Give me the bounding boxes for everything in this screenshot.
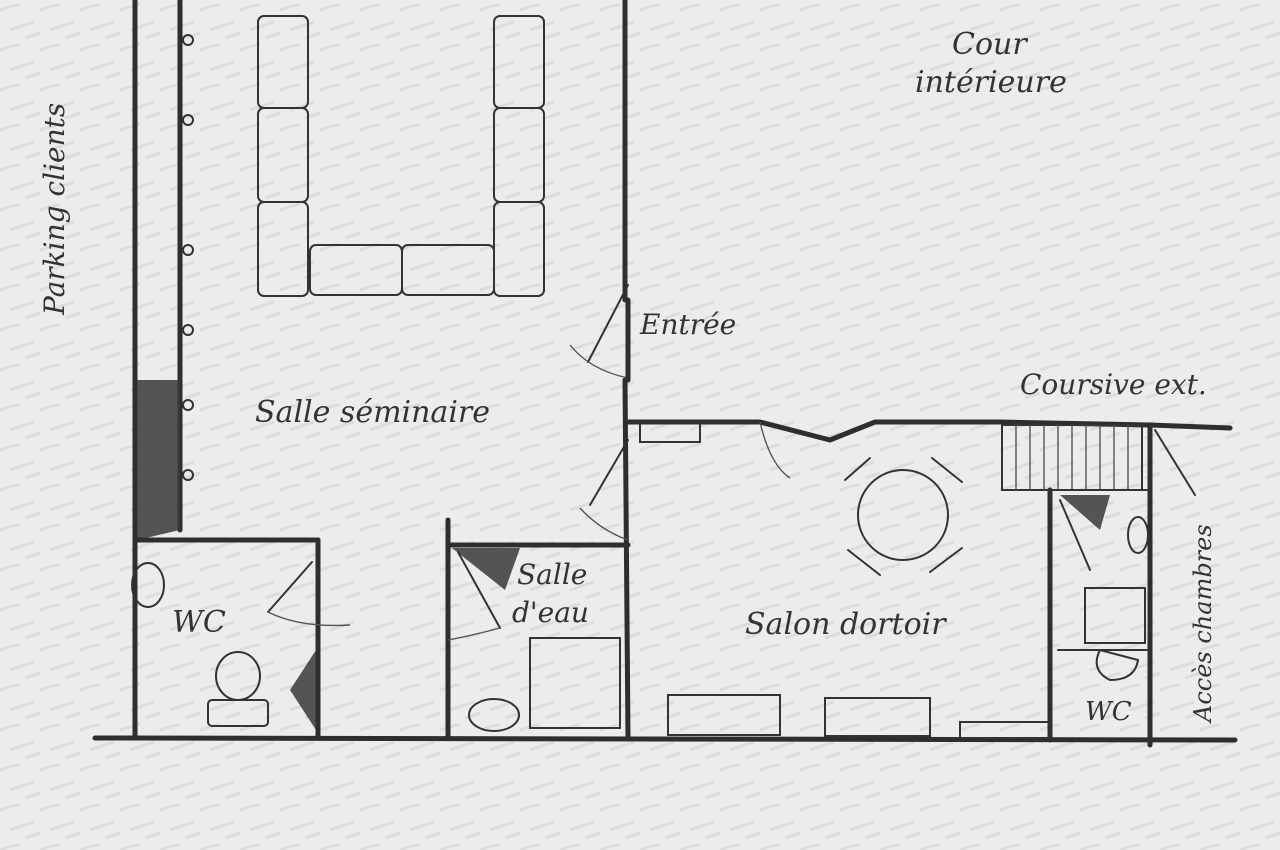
round-table: [844, 457, 963, 576]
seminar-tables: [257, 15, 545, 297]
label-salon-dortoir: Salon dortoir: [745, 607, 946, 642]
label-cour-line2: intérieure: [915, 65, 1067, 100]
salon-walls: [579, 419, 1233, 748]
label-salle-eau-line1: Salle: [517, 558, 588, 591]
entrance-door: [569, 284, 631, 383]
outer-walls: [92, 0, 1238, 743]
label-salle-seminaire: Salle séminaire: [255, 395, 491, 430]
label-cour-line1: Cour: [952, 27, 1027, 62]
right-wc-block: [1047, 429, 1196, 743]
label-salle-eau-line2: d'eau: [512, 596, 589, 629]
salle-eau: [445, 517, 631, 741]
beds: [667, 694, 1051, 739]
window-marks: [182, 34, 194, 481]
label-parking-clients: Parking clients: [38, 102, 71, 315]
label-acces-chambres: Accès chambres: [1189, 524, 1217, 722]
label-entree: Entrée: [640, 308, 737, 341]
label-wc-left: WC: [172, 605, 226, 640]
label-coursive: Coursive ext.: [1020, 368, 1207, 401]
label-wc-right: WC: [1085, 697, 1132, 727]
hatched-wall: [137, 380, 180, 540]
left-wc: [131, 537, 351, 741]
